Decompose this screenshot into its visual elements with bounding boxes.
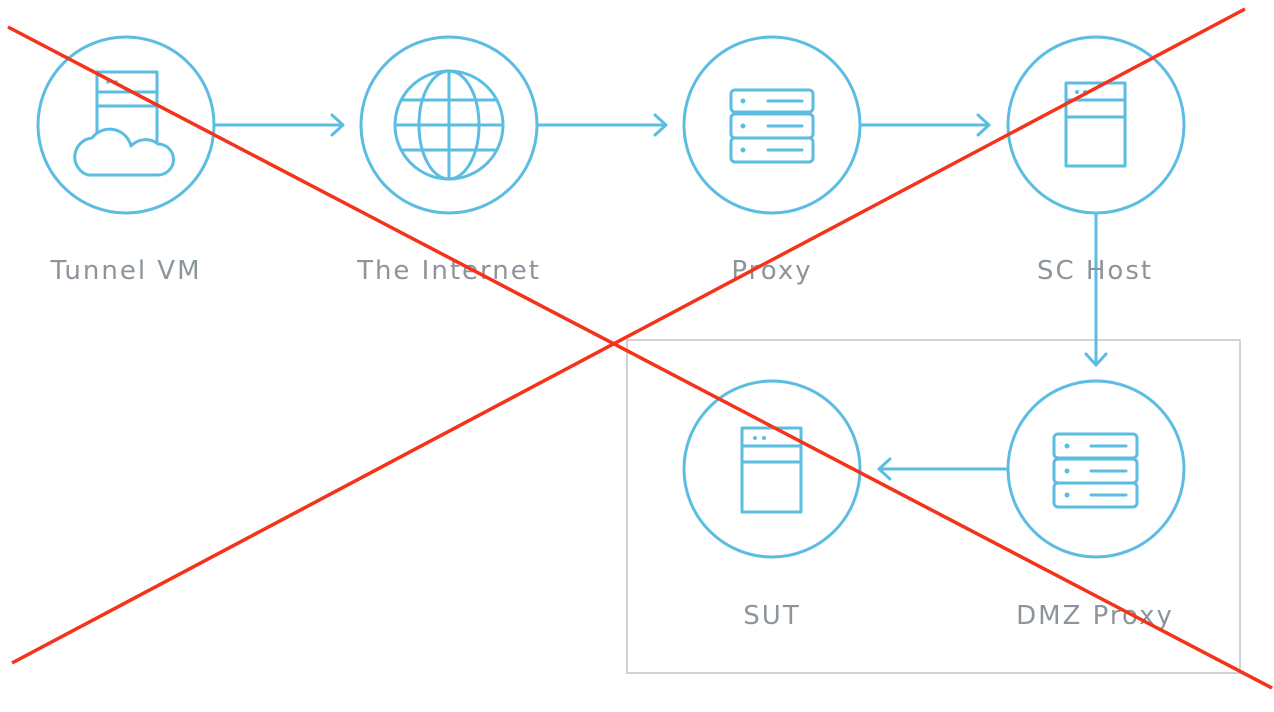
server-tower-icon [1064,81,1127,168]
node-label-sc-host: SC Host [1036,256,1154,286]
node-circle-dmz-proxy [1006,379,1186,559]
arrow-internet-to-proxy [537,113,668,137]
node-label-sut: SUT [743,601,801,631]
arrow-proxy-to-schost [860,113,991,137]
node-label-proxy: Proxy [731,256,813,286]
arrow-dmz-proxy-to-sut [877,457,1008,481]
server-tower-icon [740,426,803,514]
node-circle-sc-host [1006,35,1186,215]
node-label-dmz-proxy: DMZ Proxy [1016,601,1174,631]
server-cloud-icon [73,70,175,177]
server-rack-icon [1052,432,1139,509]
server-rack-icon [729,88,815,164]
node-label-internet: The Internet [357,256,541,286]
node-label-tunnel-vm: Tunnel VM [50,256,202,286]
arrow-tunnel-to-internet [214,113,345,137]
globe-icon [393,69,505,181]
arrow-schost-to-dmz-proxy [1084,212,1108,367]
node-circle-sut [682,379,862,559]
